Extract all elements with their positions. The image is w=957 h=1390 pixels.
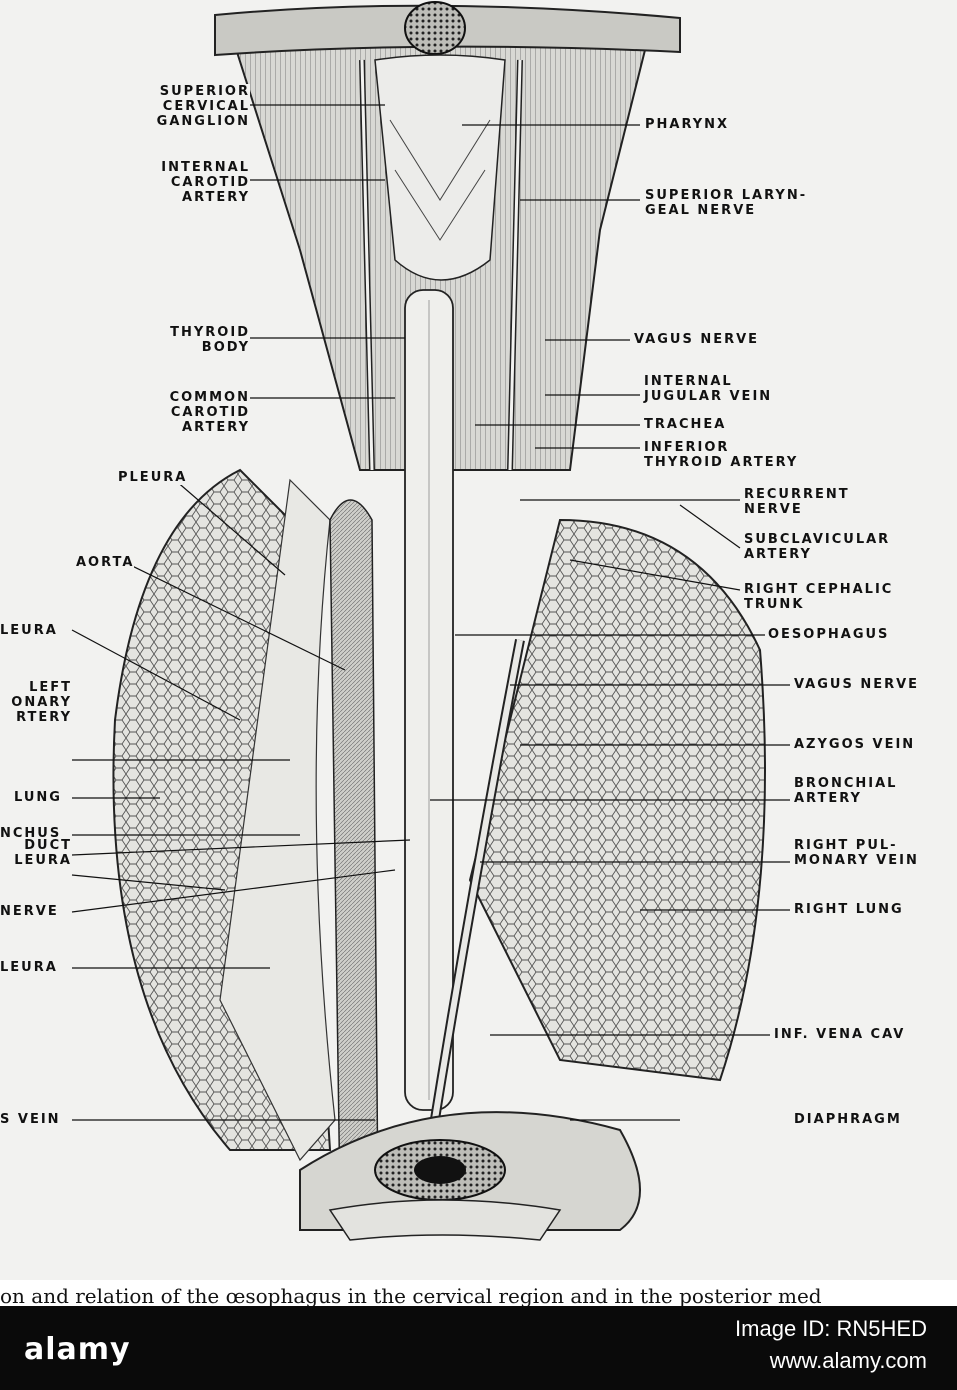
label-aorta: AORTA [76, 555, 135, 570]
label-pleura-lower: LEURA [0, 960, 58, 975]
label-common-carotid-artery: COMMON CAROTID ARTERY [169, 390, 250, 435]
stock-url-text: www.alamy.com [769, 1348, 927, 1373]
figure-caption: on and relation of the œsophagus in the … [0, 1284, 822, 1308]
spinal-process [328, 1199, 562, 1241]
label-left-pulmonary-artery: LEFT ONARY RTERY [11, 680, 72, 725]
foramen-opening [404, 1, 466, 55]
label-azygos-vein: AZYGOS VEIN [794, 737, 916, 752]
label-pleura-upper: PLEURA [118, 470, 188, 485]
label-bronchial-artery: BRONCHIAL ARTERY [794, 776, 898, 806]
label-oesophagus: OESOPHAGUS [768, 627, 890, 642]
label-superior-laryngeal-nerve: SUPERIOR LARYN- GEAL NERVE [645, 188, 808, 218]
label-duct-pleura: DUCT LEURA [14, 838, 72, 868]
label-internal-jugular-vein: INTERNAL JUGULAR VEIN [644, 374, 773, 404]
label-subclavicular-artery: SUBCLAVICULAR ARTERY [744, 532, 891, 562]
anatomical-illustration: SUPERIOR CERVICAL GANGLION INTERNAL CARO… [0, 0, 957, 1280]
label-right-cephalic-trunk: RIGHT CEPHALIC TRUNK [744, 582, 894, 612]
label-diaphragm: DIAPHRAGM [794, 1112, 902, 1127]
label-pharynx: PHARYNX [645, 117, 730, 132]
pharynx [374, 54, 506, 281]
label-recurrent-nerve: RECURRENT NERVE [744, 487, 850, 517]
stock-watermark-bar: alamy Image ID: RN5HED www.alamy.com [0, 1306, 957, 1390]
label-inf-vena-cava: INF. VENA CAV [774, 1027, 906, 1042]
label-vagus-nerve-lower: VAGUS NERVE [794, 677, 920, 692]
label-vagus-nerve-upper: VAGUS NERVE [634, 332, 760, 347]
image-id-text: Image ID: RN5HED [735, 1316, 927, 1341]
oesophagus-dissection-drawing [71, 1, 790, 1241]
label-lung: LUNG [14, 790, 62, 805]
label-inferior-thyroid-artery: INFERIOR THYROID ARTERY [644, 440, 799, 470]
aorta-vessel [329, 499, 379, 1201]
alamy-logo: alamy [24, 1332, 131, 1367]
label-trachea: TRACHEA [644, 417, 727, 432]
label-pleura-2: LEURA [0, 623, 58, 638]
label-bronchus: NCHUS [0, 826, 62, 841]
label-right-pulmonary-vein: RIGHT PUL- MONARY VEIN [794, 838, 919, 868]
label-right-lung: RIGHT LUNG [794, 902, 904, 917]
label-nerve: NERVE [0, 904, 59, 919]
label-internal-carotid-artery: INTERNAL CAROTID ARTERY [161, 160, 250, 205]
label-vein: S VEIN [0, 1112, 61, 1127]
label-superior-cervical-ganglion: SUPERIOR CERVICAL GANGLION [156, 84, 250, 129]
leader-lines [71, 104, 790, 1121]
label-thyroid-body: THYROID BODY [170, 325, 250, 355]
